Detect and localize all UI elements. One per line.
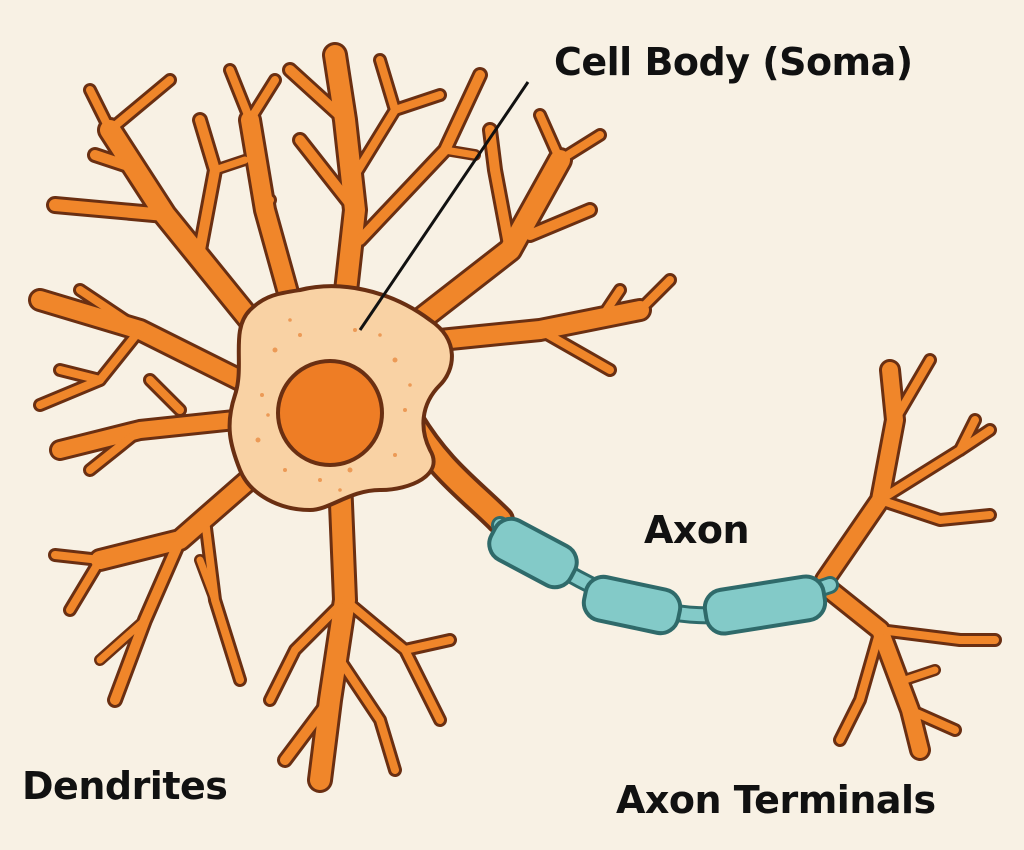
dendrites-fill [31,45,999,790]
dendrites-label: Dendrites [22,764,228,808]
myelin-sheaths [487,516,828,636]
myelin-sheath-segment [581,574,683,636]
nucleus [276,359,384,467]
axon-terminals-label: Axon Terminals [616,778,936,822]
soma-leader-line [358,81,530,331]
myelin-sheath-segment [702,574,828,636]
axon-label: Axon [644,508,750,552]
myelin-sheath-segment [487,516,579,590]
soma-speckles [255,318,412,492]
soma-label: Cell Body (Soma) [554,40,913,84]
